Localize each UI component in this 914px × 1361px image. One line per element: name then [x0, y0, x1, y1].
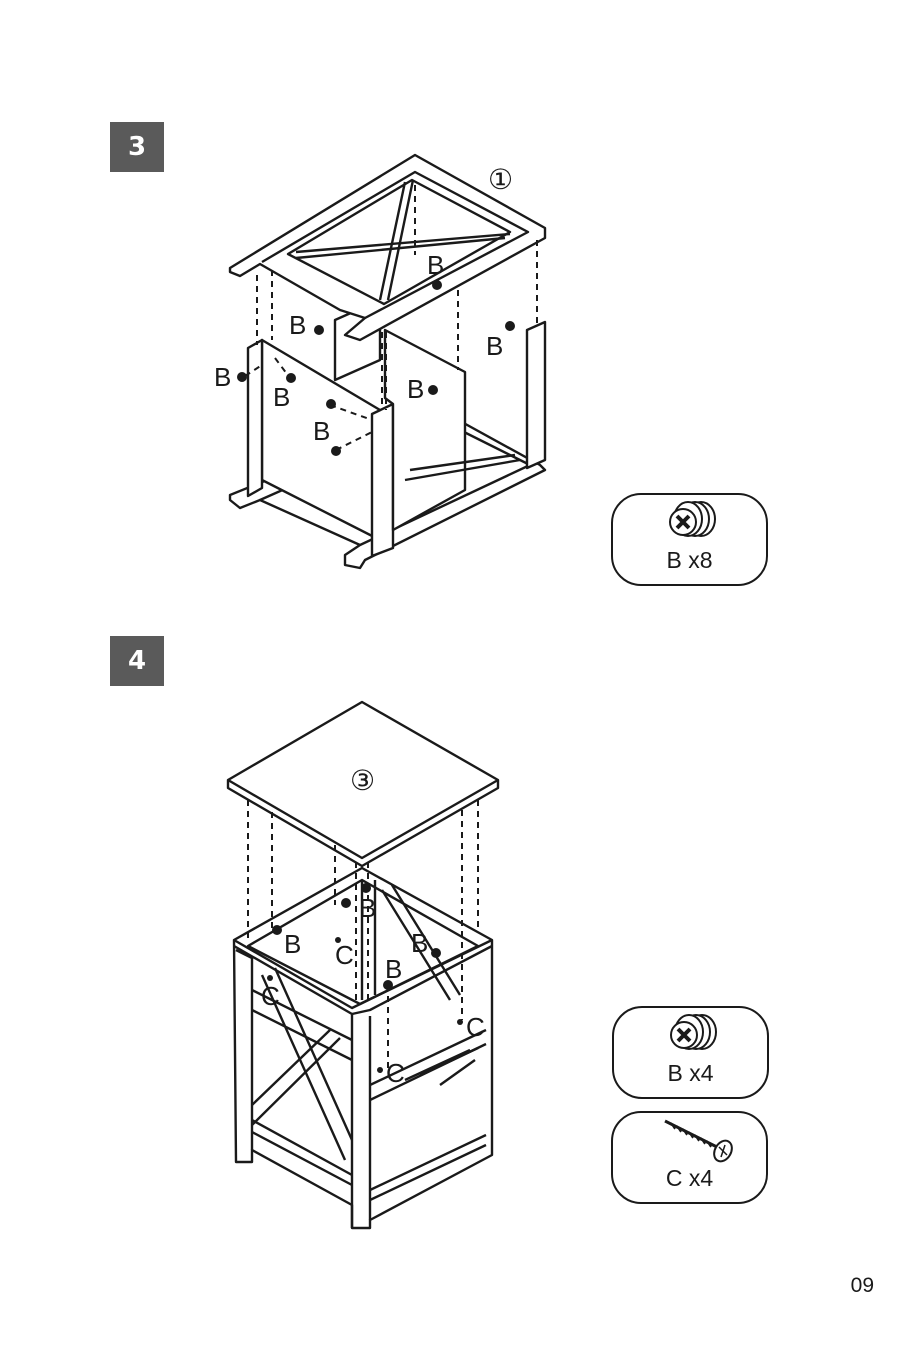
svg-text:C: C — [335, 940, 354, 970]
part-ref-1: ① — [488, 164, 513, 195]
svg-text:C: C — [261, 981, 280, 1011]
step-3-illustration: B B B B B B B ① — [0, 0, 914, 620]
table-top — [228, 702, 498, 866]
back-right-leg — [527, 322, 545, 468]
svg-text:B: B — [284, 929, 301, 959]
svg-text:C: C — [386, 1058, 405, 1088]
step-4-badge: 4 — [110, 636, 164, 686]
svg-text:B: B — [359, 893, 376, 923]
parts-box-label: B x8 — [613, 547, 766, 574]
cabinet-body — [234, 868, 492, 1228]
svg-text:B: B — [289, 310, 306, 340]
cam-lock-bolt-icon — [614, 1008, 767, 1068]
parts-box-c4: C x4 — [611, 1111, 768, 1204]
part-ref-3: ③ — [350, 765, 375, 796]
svg-text:B: B — [411, 928, 428, 958]
svg-text:B: B — [273, 382, 290, 412]
svg-text:①: ① — [488, 164, 513, 195]
parts-box-label: C x4 — [613, 1165, 766, 1192]
wood-screw-icon — [613, 1113, 766, 1173]
parts-box-b8: B x8 — [611, 493, 768, 586]
svg-text:B: B — [214, 362, 231, 392]
bc-labels: B B B B C C C C — [261, 893, 485, 1088]
parts-box-label: B x4 — [614, 1060, 767, 1087]
cam-lock-bolt-icon — [613, 495, 766, 555]
svg-text:B: B — [486, 331, 503, 361]
svg-text:③: ③ — [350, 765, 375, 796]
parts-box-b4: B x4 — [612, 1006, 769, 1099]
svg-text:B: B — [313, 416, 330, 446]
left-front-leg — [248, 340, 262, 496]
svg-text:B: B — [385, 954, 402, 984]
svg-text:B: B — [427, 250, 444, 280]
left-mid-leg — [372, 404, 393, 556]
svg-text:C: C — [466, 1012, 485, 1042]
svg-text:B: B — [407, 374, 424, 404]
page-number: 09 — [851, 1274, 874, 1298]
